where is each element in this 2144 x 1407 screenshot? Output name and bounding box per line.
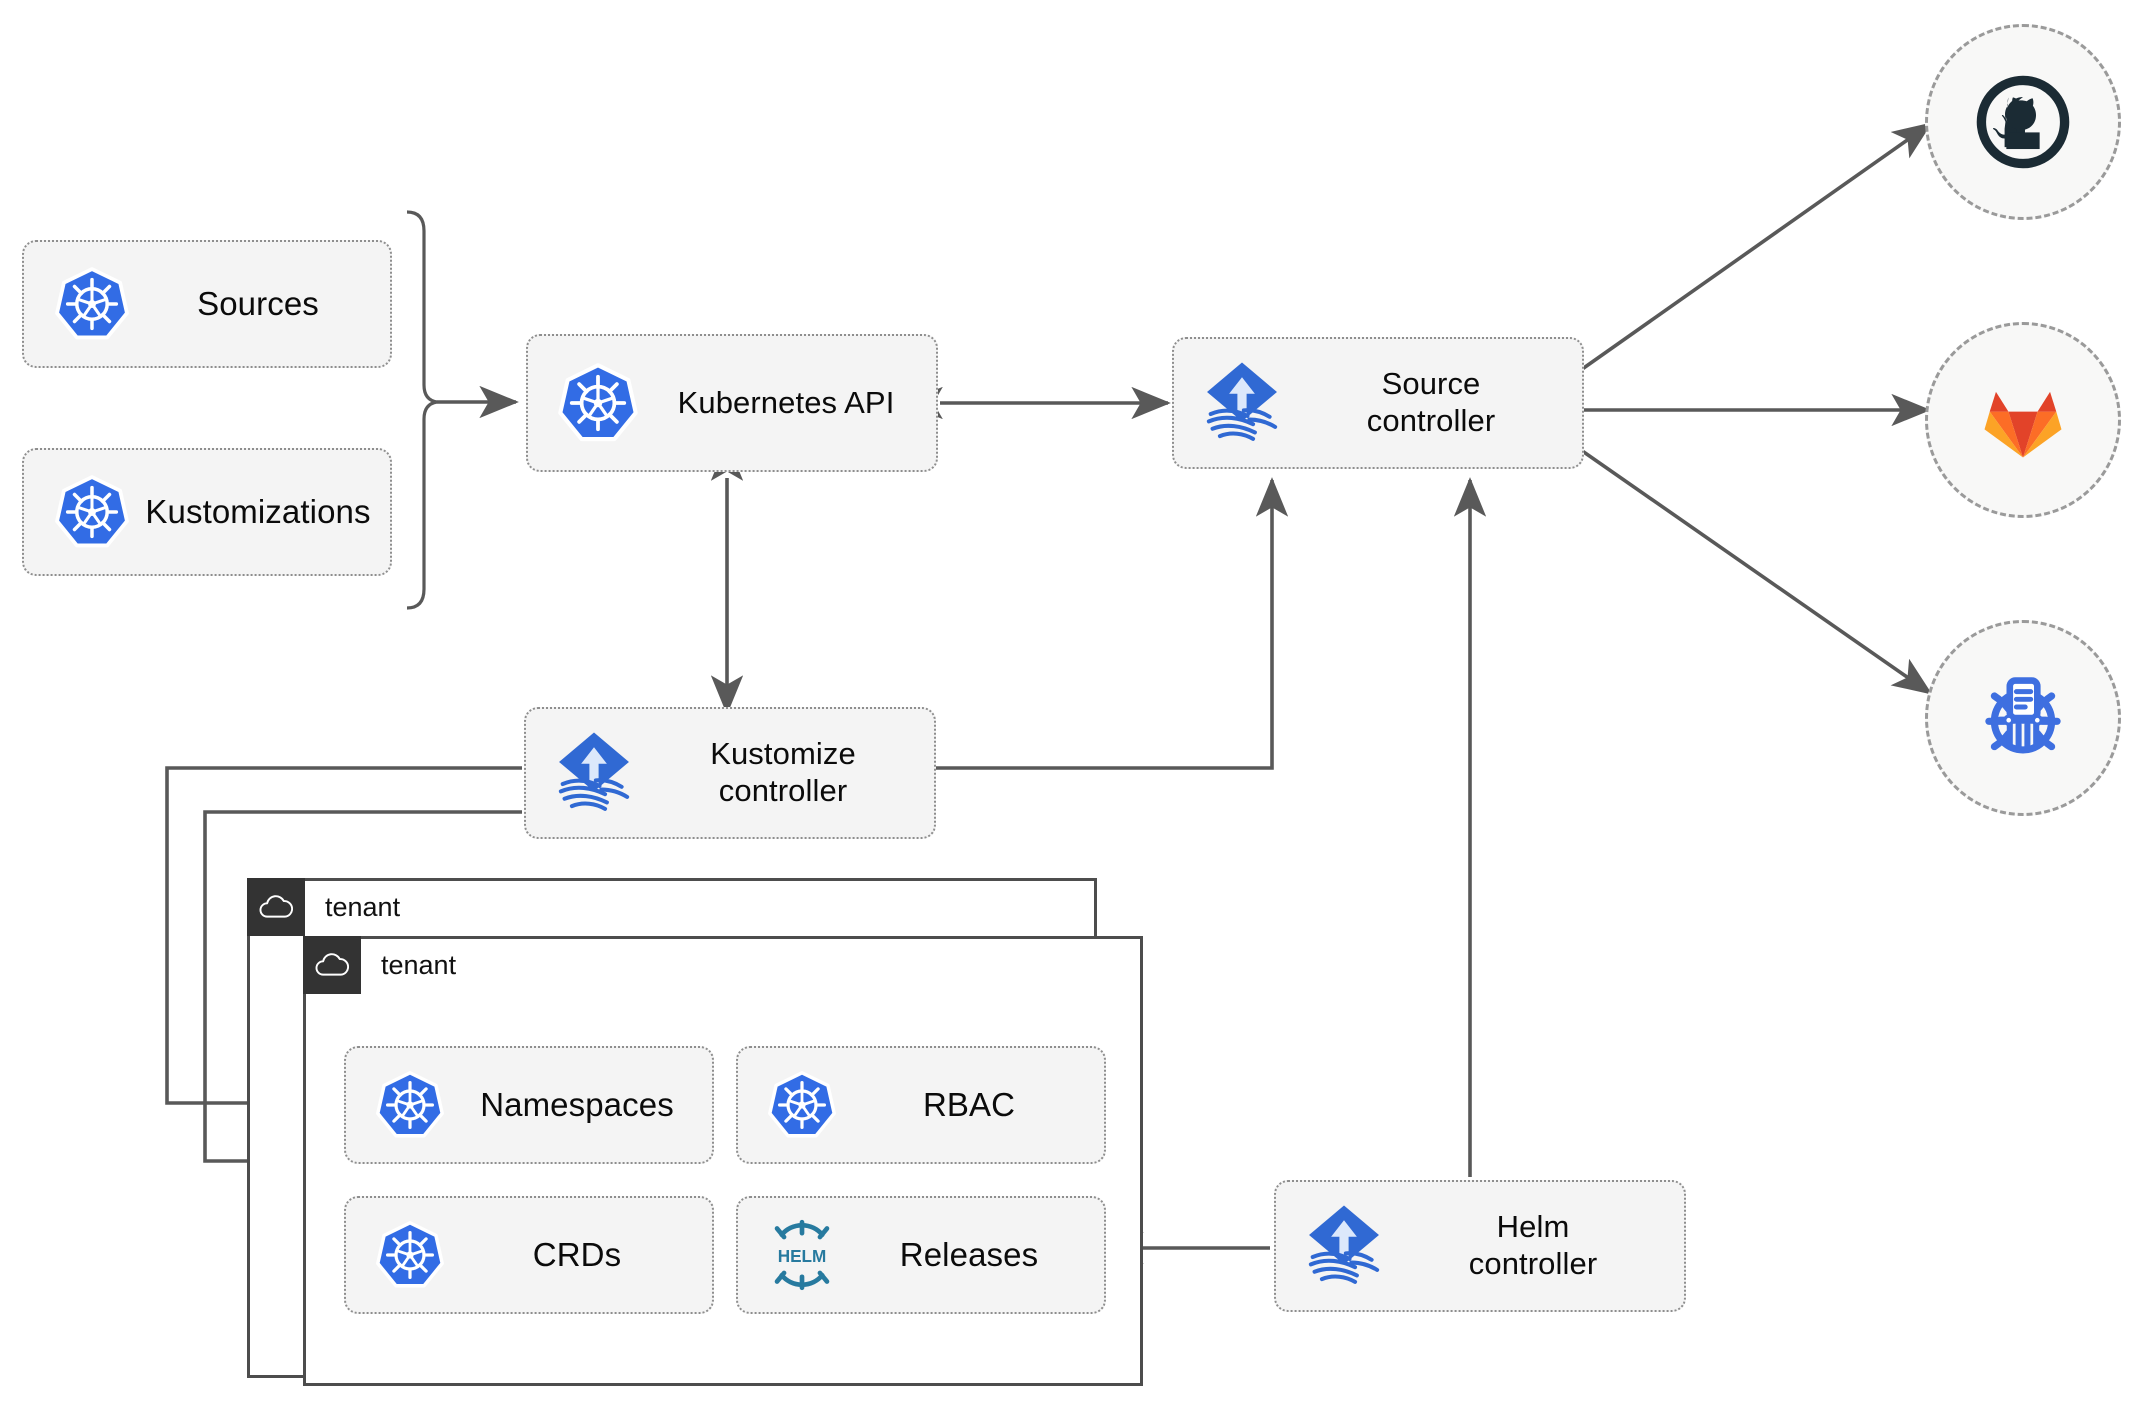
node-rbac[interactable]: RBAC — [736, 1046, 1106, 1164]
endpoint-gitlab[interactable] — [1925, 322, 2121, 518]
helm-icon: HELM — [756, 1216, 848, 1294]
gitlab-icon — [1984, 391, 2062, 458]
tenant-label: tenant — [381, 949, 457, 980]
cloud-icon — [303, 936, 361, 994]
kubernetes-icon — [756, 1070, 848, 1140]
node-sources[interactable]: Sources — [22, 240, 392, 368]
helm-repository-icon — [1985, 677, 2061, 754]
node-label: Kubernetes API — [677, 384, 895, 420]
tenant-header: tenant — [303, 936, 456, 994]
tenant-header: tenant — [247, 878, 400, 936]
flux-icon — [1190, 357, 1294, 449]
kubernetes-icon — [364, 1070, 456, 1140]
node-label: Kustomizations — [145, 492, 371, 530]
node-label: Releases — [899, 1235, 1039, 1273]
node-label: Kustomize controller — [710, 736, 856, 808]
kubernetes-icon — [546, 362, 650, 444]
node-label: Helm controller — [1468, 1209, 1598, 1281]
tenant-label: tenant — [325, 891, 401, 922]
node-releases[interactable]: HELM Releases — [736, 1196, 1106, 1314]
node-source-controller[interactable]: Source controller — [1172, 337, 1584, 469]
node-label: RBAC — [922, 1085, 1016, 1123]
kubernetes-icon — [44, 266, 140, 342]
flux-icon — [1292, 1200, 1396, 1292]
node-kubernetes-api[interactable]: Kubernetes API — [526, 334, 938, 472]
tenant-box-inner[interactable]: tenant — [303, 936, 1143, 1386]
wire-source-to-github — [1576, 122, 1933, 374]
wire-source-to-bucket — [1576, 446, 1933, 695]
cloud-icon — [247, 878, 305, 936]
node-label: CRDs — [532, 1235, 622, 1273]
node-kustomize-controller[interactable]: Kustomize controller — [524, 707, 936, 839]
node-label: Namespaces — [480, 1085, 674, 1123]
node-label: Source controller — [1366, 366, 1496, 438]
kubernetes-icon — [364, 1220, 456, 1290]
endpoint-helm-repository[interactable] — [1925, 620, 2121, 816]
helm-wordmark: HELM — [778, 1246, 827, 1266]
node-helm-controller[interactable]: Helm controller — [1274, 1180, 1686, 1312]
wire-kustomize-to-source — [935, 477, 1289, 770]
kubernetes-icon — [44, 474, 140, 550]
node-label: Sources — [197, 284, 319, 322]
github-icon — [1976, 75, 2070, 169]
node-namespaces[interactable]: Namespaces — [344, 1046, 714, 1164]
group-bracket — [406, 210, 438, 610]
endpoint-github[interactable] — [1925, 24, 2121, 220]
node-kustomizations[interactable]: Kustomizations — [22, 448, 392, 576]
node-crds[interactable]: CRDs — [344, 1196, 714, 1314]
flux-icon — [542, 727, 646, 819]
